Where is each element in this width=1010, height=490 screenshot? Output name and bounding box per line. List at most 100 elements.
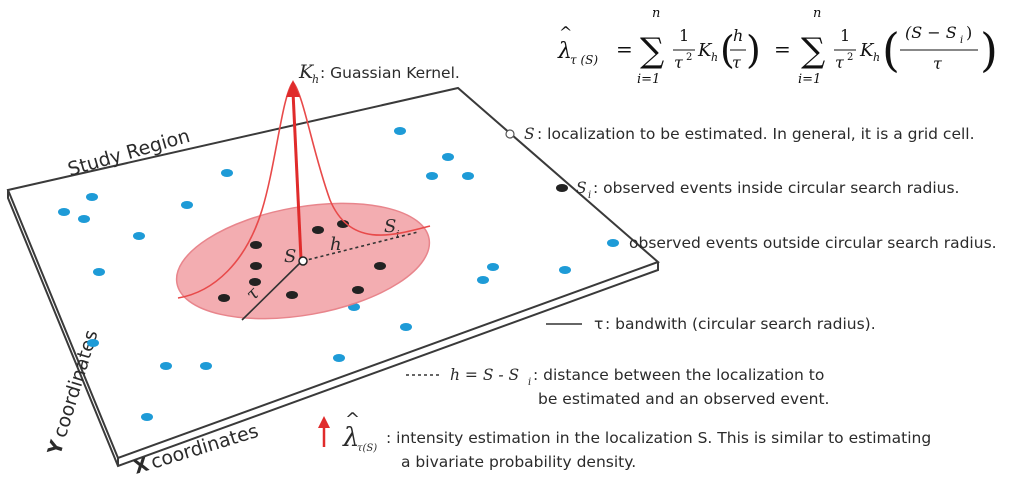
svg-text:i: i xyxy=(528,377,531,388)
inside-event-point xyxy=(218,294,230,302)
svg-text:∑: ∑ xyxy=(640,31,664,71)
svg-text:K: K xyxy=(859,40,875,61)
svg-text:S: S xyxy=(576,179,587,197)
svg-text:τ: τ xyxy=(594,315,603,333)
svg-text:: localization to be estimated: : localization to be estimated. In gener… xyxy=(537,125,975,143)
legend-item-distance: h = S - S i : distance between the local… xyxy=(406,366,829,408)
svg-text:S: S xyxy=(524,125,535,143)
svg-text:i: i xyxy=(960,35,963,46)
outside-event-point xyxy=(221,169,233,177)
svg-text:): ) xyxy=(746,28,761,72)
svg-text:K: K xyxy=(298,61,315,83)
svg-text:: distance between the localiz: : distance between the localization to xyxy=(533,366,824,384)
svg-text:(: ( xyxy=(882,23,900,77)
outside-event-point xyxy=(462,172,474,180)
inside-event-point xyxy=(286,291,298,299)
svg-text:: Guassian Kernel.: : Guassian Kernel. xyxy=(320,64,460,82)
svg-text:λ: λ xyxy=(342,423,359,453)
legend-item-intensity: λ ^ τ(S) : intensity estimation in the l… xyxy=(318,409,931,471)
svg-text:n: n xyxy=(813,6,821,21)
svg-text:i=1: i=1 xyxy=(798,72,821,87)
svg-text:Y: Y xyxy=(43,438,68,459)
outside-event-point xyxy=(86,193,98,201)
s-label: S xyxy=(284,246,296,267)
svg-text:h: h xyxy=(711,51,718,64)
outside-event-point xyxy=(200,362,212,370)
si-label: S xyxy=(384,216,396,237)
inside-events xyxy=(218,220,386,302)
svg-text:be estimated and an observed e: be estimated and an observed event. xyxy=(538,390,829,408)
outside-event-point xyxy=(93,268,105,276)
svg-text:^: ^ xyxy=(345,409,360,430)
inside-event-point xyxy=(249,278,261,286)
outside-event-point xyxy=(160,362,172,370)
svg-text:): ) xyxy=(966,23,972,42)
svg-text:K: K xyxy=(697,40,713,61)
outside-event-point xyxy=(559,266,571,274)
bandwidth-line xyxy=(241,260,303,321)
svg-text:a bivariate probability densit: a bivariate probability density. xyxy=(401,453,636,471)
svg-text:τ (S): τ (S) xyxy=(570,53,598,67)
svg-text:: observed events inside circu: : observed events inside circular search… xyxy=(593,179,959,197)
svg-text:τ: τ xyxy=(674,53,684,72)
svg-text:λ: λ xyxy=(557,39,572,64)
svg-text:observed events outside circul: observed events outside circular search … xyxy=(629,234,997,252)
inside-event-point xyxy=(250,262,262,270)
svg-text:τ(S): τ(S) xyxy=(357,443,377,454)
svg-text:: intensity estimation in the: : intensity estimation in the localizati… xyxy=(386,429,931,447)
outside-event-point xyxy=(181,201,193,209)
svg-text:(S − S: (S − S xyxy=(905,23,957,42)
outside-event-point xyxy=(487,263,499,271)
outside-event-point xyxy=(333,354,345,362)
svg-text:∑: ∑ xyxy=(801,31,825,71)
outside-event-point xyxy=(78,215,90,223)
svg-text:: bandwith (circular search ra: : bandwith (circular search radius). xyxy=(605,315,876,333)
svg-text:2: 2 xyxy=(847,52,853,63)
svg-text:h: h xyxy=(873,51,880,64)
outside-event-point xyxy=(141,413,153,421)
outside-event-point xyxy=(87,339,99,347)
outside-event-point xyxy=(426,172,438,180)
outside-event-point xyxy=(58,208,70,216)
outside-event-point xyxy=(133,232,145,240)
kernel-label: K h : Guassian Kernel. xyxy=(298,61,460,86)
svg-text:i=1: i=1 xyxy=(637,72,660,87)
si-sub-label: i xyxy=(396,228,400,241)
legend-item-outside-events: observed events outside circular search … xyxy=(607,234,997,252)
outside-event-point xyxy=(442,153,454,161)
svg-text:i: i xyxy=(588,190,591,201)
outside-events xyxy=(58,127,571,421)
svg-text:1: 1 xyxy=(679,26,689,45)
inside-event-point xyxy=(250,241,262,249)
svg-text:n: n xyxy=(652,6,660,21)
legend: S : localization to be estimated. In gen… xyxy=(318,125,997,471)
svg-text:h: h xyxy=(733,26,743,45)
outside-event-point xyxy=(477,276,489,284)
svg-text:τ: τ xyxy=(933,54,943,73)
svg-text:): ) xyxy=(980,23,998,77)
intensity-formula: λ ^ τ (S) = n ∑ i=1 1 τ 2 K h ( h τ ) = … xyxy=(557,6,998,87)
svg-text:X: X xyxy=(131,453,152,478)
svg-text:τ: τ xyxy=(835,53,845,72)
legend-item-bandwidth: τ : bandwith (circular search radius). xyxy=(546,315,876,333)
svg-text:1: 1 xyxy=(840,26,850,45)
inside-event-point xyxy=(337,220,349,228)
svg-text:^: ^ xyxy=(559,23,572,42)
outside-event-point xyxy=(400,323,412,331)
kernel-arrow-head xyxy=(286,80,300,97)
legend-item-inside-events: S i : observed events inside circular se… xyxy=(556,179,959,201)
svg-text:=: = xyxy=(616,37,633,61)
svg-text:h: h xyxy=(312,73,319,86)
distance-line xyxy=(302,231,419,262)
h-label: h xyxy=(330,234,342,255)
outside-event-point xyxy=(394,127,406,135)
inside-event-point xyxy=(374,262,386,270)
inside-event-point xyxy=(352,286,364,294)
svg-text:(: ( xyxy=(720,28,735,72)
kernel-height-arrow xyxy=(291,91,303,260)
legend-item-localization: S : localization to be estimated. In gen… xyxy=(505,125,975,143)
svg-text:τ: τ xyxy=(732,53,742,72)
localization-point xyxy=(298,256,308,266)
svg-text:2: 2 xyxy=(686,52,692,63)
